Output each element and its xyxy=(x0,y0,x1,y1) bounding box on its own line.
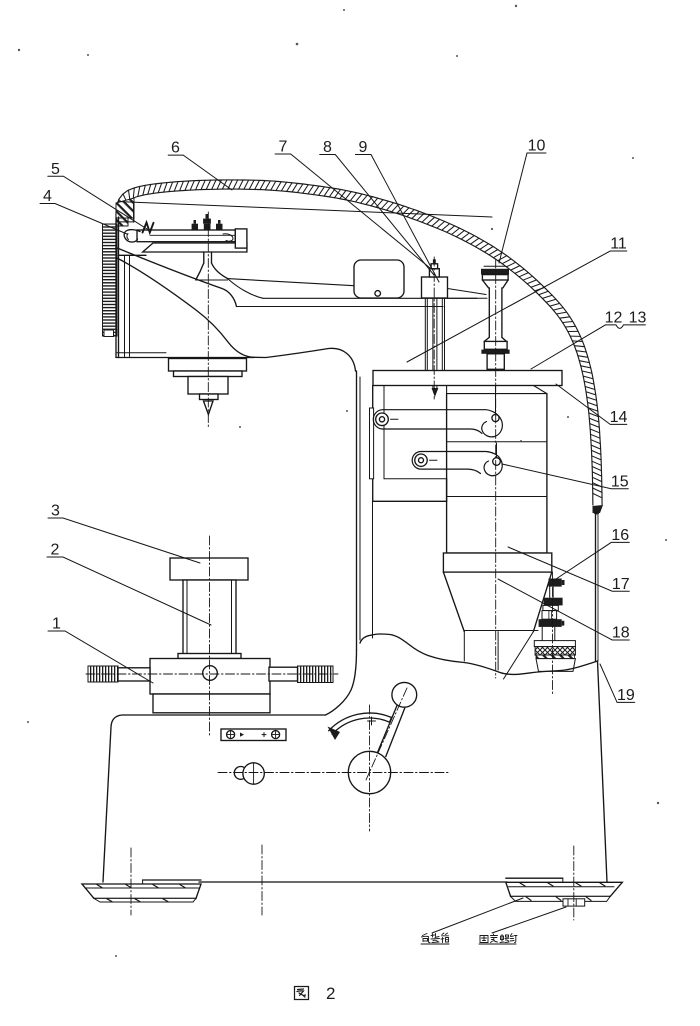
svg-text:9: 9 xyxy=(359,139,368,156)
svg-text:4: 4 xyxy=(43,188,52,205)
svg-text:10: 10 xyxy=(528,138,546,155)
svg-text:19: 19 xyxy=(617,687,635,704)
svg-text:12: 12 xyxy=(605,310,623,327)
svg-text:5: 5 xyxy=(51,161,60,178)
svg-text:1: 1 xyxy=(52,616,61,633)
svg-text:2: 2 xyxy=(326,984,335,1003)
svg-text:8: 8 xyxy=(323,139,332,156)
svg-text:14: 14 xyxy=(610,409,628,426)
svg-text:6: 6 xyxy=(171,140,180,157)
svg-text:15: 15 xyxy=(611,473,629,490)
svg-text:7: 7 xyxy=(279,139,288,156)
svg-text:13: 13 xyxy=(629,310,647,327)
svg-text:17: 17 xyxy=(612,576,630,593)
svg-text:11: 11 xyxy=(610,236,627,253)
svg-text:16: 16 xyxy=(611,527,629,544)
svg-text:2: 2 xyxy=(51,542,60,559)
svg-text:3: 3 xyxy=(51,503,60,520)
svg-text:18: 18 xyxy=(612,625,630,642)
